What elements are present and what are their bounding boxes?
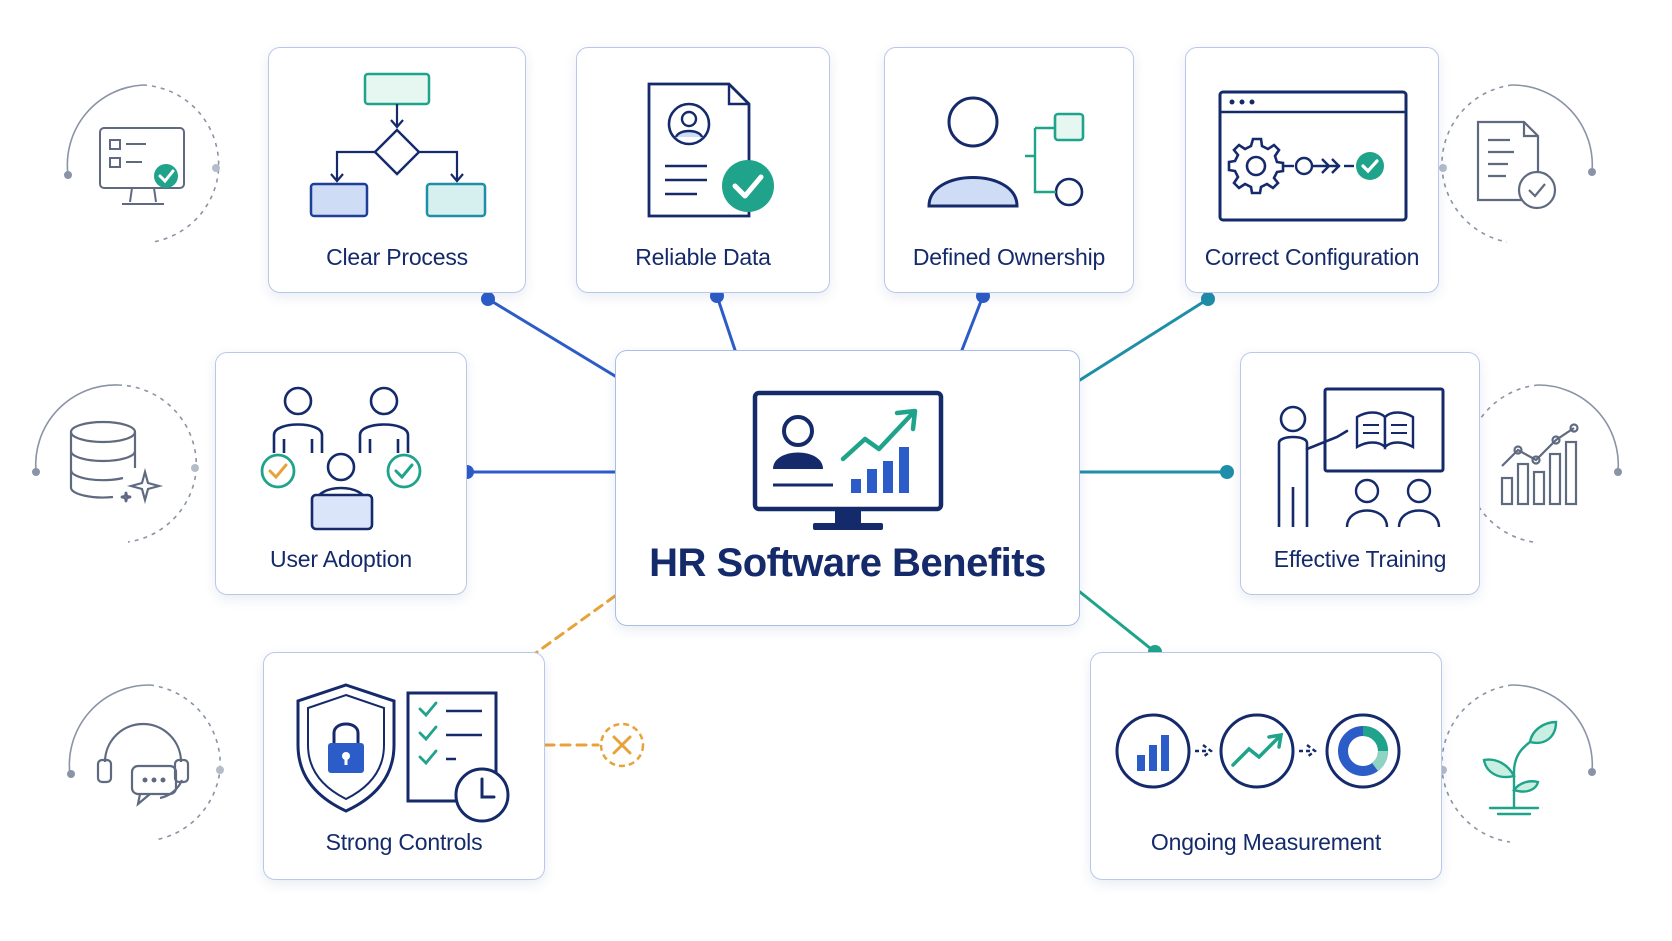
node-label: Defined Ownership <box>912 244 1106 270</box>
connector-clear-process <box>486 297 617 378</box>
connector-correct-configuration <box>1078 297 1210 382</box>
node-ongoing-measurement[interactable]: Ongoing Measurement <box>1090 652 1442 880</box>
center-node: HR Software Benefits <box>615 350 1080 626</box>
monitor-analytics-icon <box>752 390 944 530</box>
node-clear-process[interactable]: Clear Process <box>268 47 526 293</box>
connector-dot <box>1201 292 1215 306</box>
growth-chart-icon <box>1463 384 1622 543</box>
connector-ongoing-measurement <box>1078 590 1157 654</box>
support-headset-icon <box>67 684 224 841</box>
node-label: Strong Controls <box>325 829 483 855</box>
owner-hierarchy-icon <box>927 96 1085 208</box>
connector-strong-controls <box>531 594 617 657</box>
monitor-checklist-icon <box>64 84 220 243</box>
node-defined-ownership[interactable]: Defined Ownership <box>884 47 1134 293</box>
blocked-x-icon <box>599 722 645 768</box>
node-strong-controls[interactable]: Strong Controls <box>263 652 545 880</box>
node-label: Ongoing Measurement <box>1150 829 1382 855</box>
shield-lock-checklist-icon <box>296 683 510 823</box>
document-check-icon <box>1439 84 1596 243</box>
node-label: Reliable Data <box>635 244 771 270</box>
config-window-gear-icon <box>1218 90 1408 222</box>
node-reliable-data[interactable]: Reliable Data <box>576 47 830 293</box>
node-effective-training[interactable]: Effective Training <box>1240 352 1480 595</box>
node-label: User Adoption <box>270 546 412 572</box>
database-sparkle-icon <box>32 384 199 543</box>
node-user-adoption[interactable]: User Adoption <box>215 352 467 595</box>
connector-defined-ownership <box>960 294 985 352</box>
measurement-cycle-icon <box>1115 713 1401 789</box>
node-label: Correct Configuration <box>1204 244 1420 270</box>
center-title: HR Software Benefits <box>649 541 1046 585</box>
process-flow-icon <box>309 72 487 218</box>
sprout-icon <box>1439 684 1596 843</box>
node-correct-configuration[interactable]: Correct Configuration <box>1185 47 1439 293</box>
node-label: Effective Training <box>1273 546 1447 572</box>
node-label: Clear Process <box>326 244 468 270</box>
connector-dot <box>481 292 495 306</box>
profile-document-check-icon <box>647 82 774 218</box>
connector-reliable-data <box>715 294 737 352</box>
trainer-presentation-icon <box>1277 387 1445 528</box>
connector-dot <box>1220 465 1234 479</box>
user-adoption-icon <box>260 386 422 531</box>
